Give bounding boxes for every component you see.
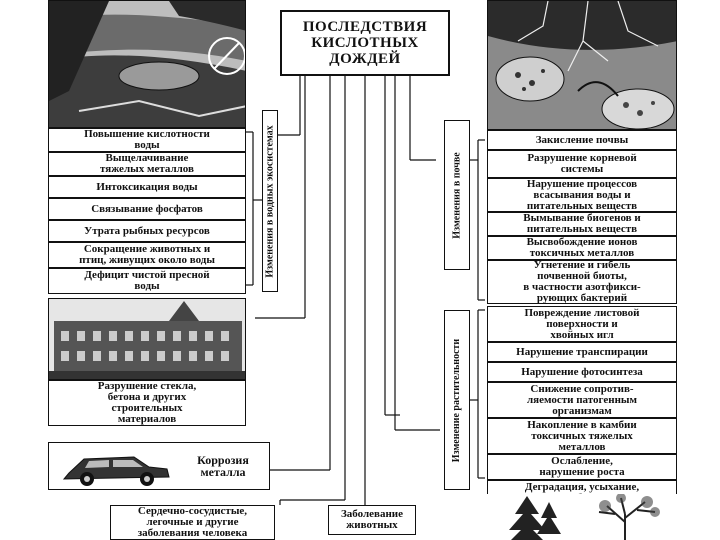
water-effect-box: Сокращение животных и птиц, живущих окол… xyxy=(48,242,246,268)
vegetation-changes-label: Изменение растительности xyxy=(444,310,470,490)
plant-effect-box: Снижение сопротив- ляемости патогенным о… xyxy=(487,382,677,418)
page-title: ПОСЛЕДСТВИЯ КИСЛОТНЫХ ДОЖДЕЙ xyxy=(280,10,450,76)
water-effect-box: Повышение кислотности воды xyxy=(48,128,246,152)
plant-effect-box: Накопление в камбии токсичных тяжелых ме… xyxy=(487,418,677,454)
corrosion-panel: Коррозия металла xyxy=(48,442,270,490)
corrosion-box: Коррозия металла xyxy=(183,451,263,481)
water-ecosystem-label: Изменения в водных экосистемах xyxy=(262,110,278,292)
polluted-lake-image xyxy=(48,0,246,128)
soil-microscope-image xyxy=(487,0,677,130)
soil-effect-box: Угнетение и гибель почвенной биоты, в ча… xyxy=(487,260,677,304)
water-effect-box: Связывание фосфатов xyxy=(48,198,246,220)
plant-effect-box: Нарушение фотосинтеза xyxy=(487,362,677,382)
soil-effect-box: Разрушение корневой системы xyxy=(487,150,677,178)
human-disease-box: Сердечно-сосудистые, легочные и другие з… xyxy=(110,505,275,540)
materials-damage-box: Разрушение стекла, бетона и других строи… xyxy=(48,380,246,426)
soil-changes-label: Изменения в почве xyxy=(444,120,470,270)
water-effect-box: Дефицит чистой пресной воды xyxy=(48,268,246,294)
plant-effect-box: Повреждение листовой поверхности и хвойн… xyxy=(487,306,677,342)
dying-trees-image xyxy=(487,494,677,540)
water-effect-box: Утрата рыбных ресурсов xyxy=(48,220,246,242)
animal-disease-box: Заболевание животных xyxy=(328,505,416,535)
plant-effect-box: Нарушение транспирации xyxy=(487,342,677,362)
soil-effect-box: Нарушение процессов всасывания воды и пи… xyxy=(487,178,677,212)
plant-effect-box: Ослабление, нарушение роста xyxy=(487,454,677,480)
soil-effect-box: Закисление почвы xyxy=(487,130,677,150)
water-effect-box: Интоксикация воды xyxy=(48,176,246,198)
soil-effect-box: Высвобождение ионов токсичных металлов xyxy=(487,236,677,260)
water-effect-box: Выщелачивание тяжелых металлов xyxy=(48,152,246,176)
soil-effect-box: Вымывание биогенов и питательных веществ xyxy=(487,212,677,236)
building-image xyxy=(48,298,246,380)
